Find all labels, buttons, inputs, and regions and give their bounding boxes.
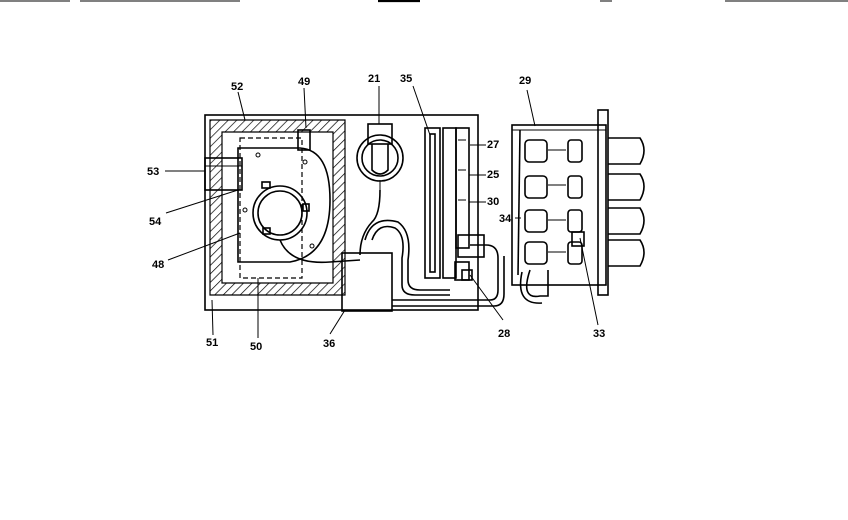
callout-29: 29 <box>519 75 531 87</box>
callout-53: 53 <box>147 166 159 178</box>
gas-valve <box>356 123 404 192</box>
callout-49: 49 <box>298 76 310 88</box>
callout-51: 51 <box>206 337 218 349</box>
tubing <box>279 189 505 307</box>
burner-rows <box>524 137 645 267</box>
callout-50: 50 <box>250 341 262 353</box>
heat-exchanger <box>511 109 609 304</box>
callout-30: 30 <box>487 196 499 208</box>
control-module <box>341 252 393 312</box>
inlet-collar <box>204 157 243 191</box>
callout-33: 33 <box>593 328 605 340</box>
callout-52: 52 <box>231 81 243 93</box>
callout-54: 54 <box>149 216 162 228</box>
callout-21: 21 <box>368 73 380 85</box>
callout-34: 34 <box>499 213 512 225</box>
callout-36: 36 <box>323 338 335 350</box>
callout-25: 25 <box>487 169 499 181</box>
leader-lines <box>165 85 599 338</box>
burner-column <box>424 127 485 281</box>
callout-27: 27 <box>487 139 499 151</box>
callout-28: 28 <box>498 328 510 340</box>
callout-35: 35 <box>400 73 412 85</box>
callout-48: 48 <box>152 259 164 271</box>
